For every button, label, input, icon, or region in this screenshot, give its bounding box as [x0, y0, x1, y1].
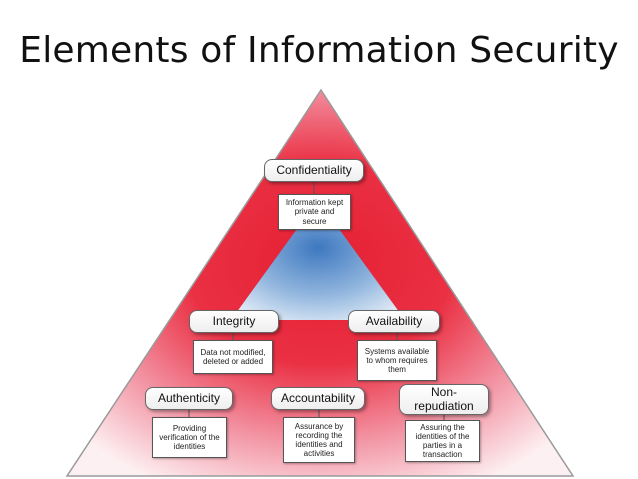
confidentiality-label: Confidentiality	[264, 159, 364, 182]
authenticity-label-text: Authenticity	[157, 390, 221, 405]
integrity-label-text: Integrity	[212, 313, 256, 328]
non-repudiation-description: Assuring the identities of the parties i…	[405, 420, 480, 462]
accountability-description-text: Assurance by recording the identities an…	[294, 421, 344, 459]
non-repudiation-label: Non-repudiation	[399, 384, 489, 415]
accountability-description: Assurance by recording the identities an…	[283, 417, 355, 463]
confidentiality-label-text: Confidentiality	[276, 162, 352, 177]
authenticity-description: Providing verification of the identities	[152, 417, 227, 458]
slide-title: Elements of Information Security	[19, 30, 619, 71]
integrity-label: Integrity	[189, 310, 279, 333]
integrity-description-text: Data not modified, deleted or added	[200, 347, 266, 366]
inner-pyramid-triangle	[231, 200, 405, 320]
accountability-label: Accountability	[271, 387, 365, 410]
authenticity-description-text: Providing verification of the identities	[159, 423, 220, 452]
availability-label-text: Availability	[365, 313, 423, 328]
non-repudiation-description-text: Assuring the identities of the parties i…	[415, 422, 470, 460]
confidentiality-description: Information kept private and secure	[278, 194, 351, 230]
confidentiality-description-text: Information kept private and secure	[285, 198, 344, 226]
accountability-label-text: Accountability	[280, 390, 356, 405]
integrity-description: Data not modified, deleted or added	[193, 340, 273, 374]
authenticity-label: Authenticity	[145, 387, 233, 410]
non-repudiation-label-text: Non-repudiation	[414, 385, 474, 413]
availability-description-text: Systems available to whom requires them	[364, 346, 430, 375]
availability-description: Systems available to whom requires them	[357, 340, 437, 381]
availability-label: Availability	[348, 310, 440, 333]
